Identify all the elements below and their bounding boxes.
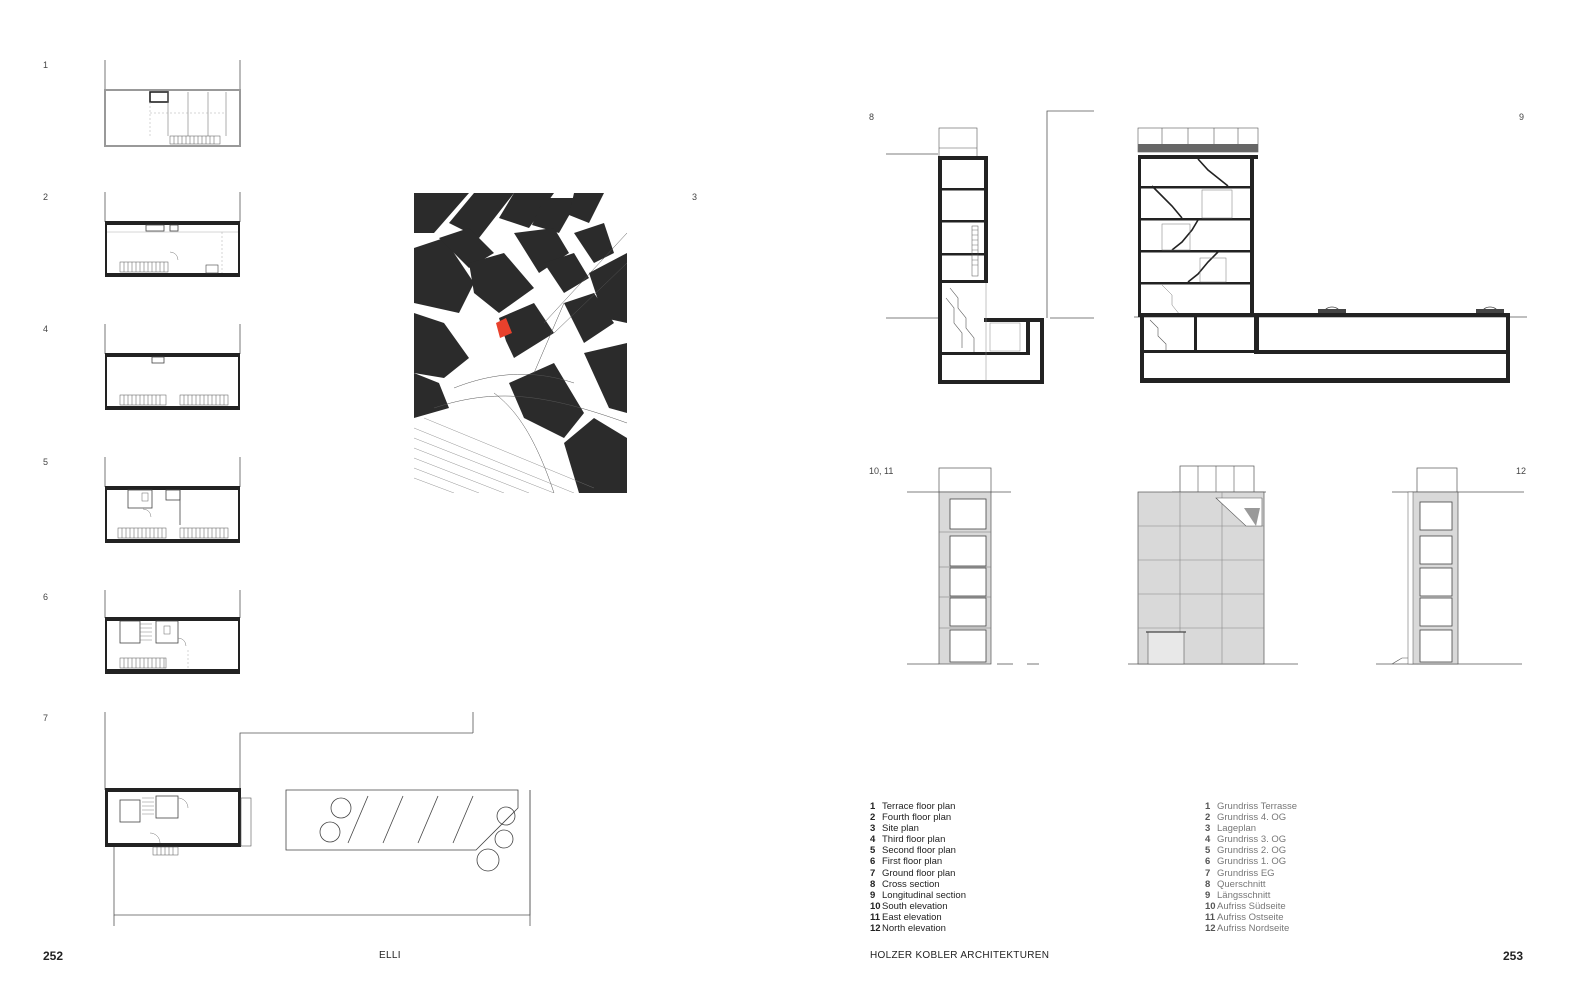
left-page-number: 252 [43, 949, 64, 963]
longitudinal-section-drawing [1134, 127, 1527, 383]
fourth-floor-plan-drawing [104, 192, 241, 277]
legend-de-item: 12Aufriss Nordseite [1205, 923, 1290, 935]
north-elevation-drawing [1376, 467, 1524, 665]
ground-floor-plan-drawing [104, 712, 531, 926]
third-floor-plan-drawing [104, 324, 241, 410]
left-running-title: ELLI [379, 950, 401, 961]
figure-number-1: 1 [43, 60, 49, 70]
figure-number-4: 4 [43, 324, 49, 334]
legend-en-item: 10South elevation [870, 900, 948, 912]
figure-number-9: 9 [1519, 112, 1525, 122]
figure-number-10-11: 10, 11 [869, 466, 894, 476]
figure-number-2: 2 [43, 192, 49, 202]
right-running-title: HOLZER KOBLER ARCHITEKTUREN [870, 950, 1050, 961]
south-elevation-drawing [907, 467, 1039, 665]
east-elevation-drawing [1128, 465, 1298, 665]
legend-de-item: 10Aufriss Südseite [1205, 900, 1286, 912]
figure-number-8: 8 [869, 112, 875, 122]
legend-en-item: 12North elevation [870, 923, 946, 935]
terrace-floor-plan-drawing [104, 60, 241, 147]
first-floor-plan-drawing [104, 590, 241, 674]
figure-number-6: 6 [43, 592, 49, 602]
site-plan-drawing [414, 193, 627, 493]
right-page-number: 253 [1503, 949, 1524, 963]
figure-number-3: 3 [692, 192, 698, 202]
figure-number-12: 12 [1516, 466, 1527, 476]
figure-number-7: 7 [43, 713, 49, 723]
cross-section-drawing [886, 110, 1094, 384]
figure-number-5: 5 [43, 457, 49, 467]
second-floor-plan-drawing [104, 457, 241, 543]
